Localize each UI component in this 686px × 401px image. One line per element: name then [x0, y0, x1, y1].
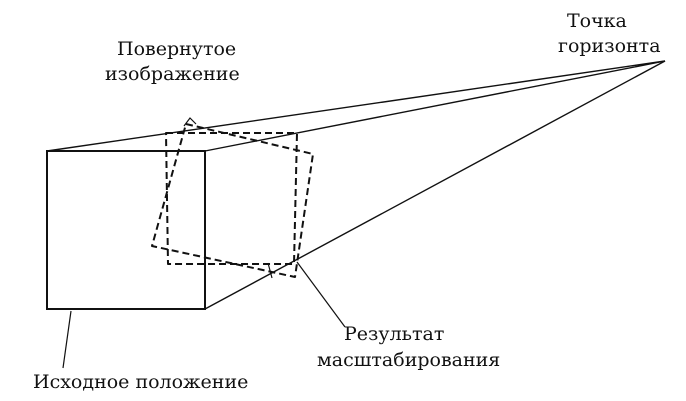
vanishing-point-label-line-2: горизонта — [558, 35, 661, 57]
rotated-image-label-line-2: изображение — [105, 63, 240, 85]
perspective-line-bottom-right — [204, 60, 666, 310]
rotated-image-label-line-1: Повернутое — [117, 38, 236, 60]
initial-position-leader — [62, 310, 72, 369]
vanishing-point-label-line-1: Точка — [567, 10, 627, 32]
initial-position-label: Исходное положение — [33, 371, 248, 393]
scaling-result-label-line-1: Результат — [344, 323, 444, 345]
rotated-corner-tick — [183, 117, 197, 127]
rotated-image-outline — [151, 123, 314, 278]
scaling-result-leader — [296, 261, 346, 328]
scaling-corner-tick — [267, 262, 273, 279]
scaling-result-label-line-2: масштабирования — [317, 349, 500, 371]
initial-square — [46, 150, 206, 310]
scaling-result-outline — [165, 132, 298, 265]
perspective-line-top-right — [204, 60, 666, 152]
perspective-line-top-left — [46, 60, 666, 152]
